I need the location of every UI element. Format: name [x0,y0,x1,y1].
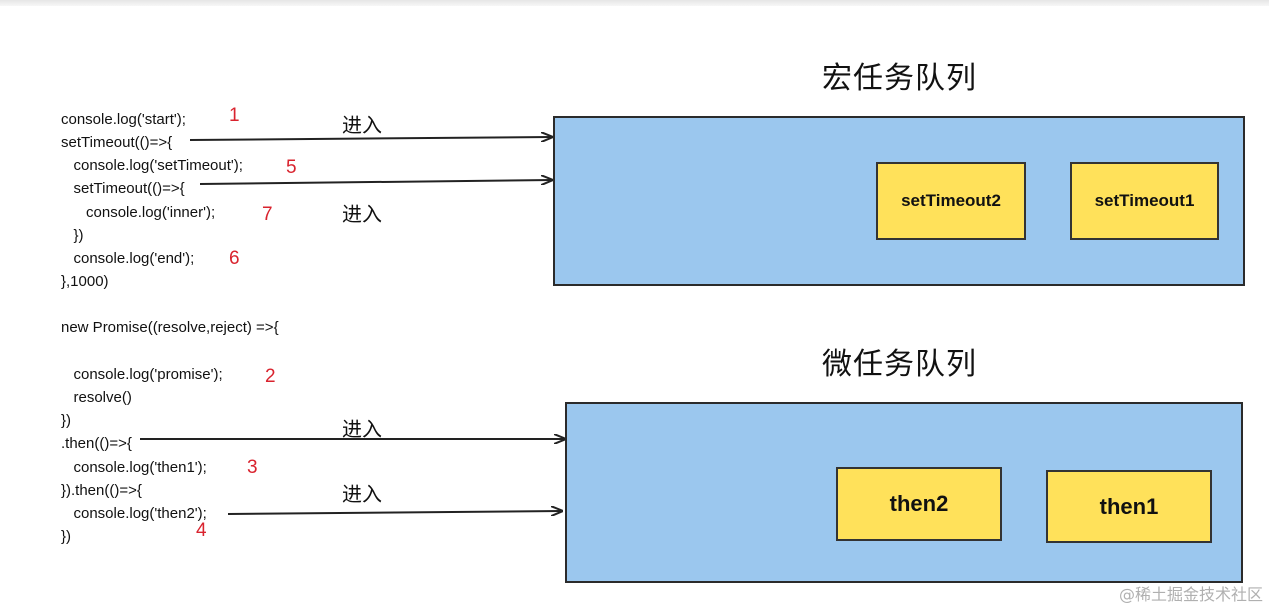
code-line: resolve() [61,389,132,406]
top-bar [0,0,1269,6]
macro-task-settimeout2: setTimeout2 [876,162,1026,240]
order-number: 6 [229,248,240,269]
order-number: 1 [229,105,240,126]
enter-label: 进入 [342,113,382,137]
code-line: setTimeout(()=>{ [61,180,185,197]
order-number: 4 [196,520,207,541]
code-line: setTimeout(()=>{ [61,134,173,151]
arrow-settimeout1 [189,137,552,140]
code-line: console.log('end'); [61,250,195,267]
micro-queue-title: 微任务队列 [822,347,977,382]
watermark: @稀土掘金技术社区 [1118,585,1263,604]
code-line: }) [61,227,84,244]
micro-task-then2: then2 [836,467,1002,541]
order-number: 3 [247,457,258,478]
code-line: }) [61,528,72,545]
code-line: console.log('promise'); [61,366,223,383]
code-line: new Promise((resolve,reject) =>{ [61,319,279,336]
macro-queue-title: 宏任务队列 [822,61,977,96]
code-line: }).then(()=>{ [61,482,142,499]
macro-task-settimeout1: setTimeout1 [1070,162,1219,240]
code-line: }) [61,412,72,429]
code-line: console.log('inner'); [61,204,216,221]
order-number: 2 [265,366,276,387]
order-number: 7 [262,204,273,225]
order-number: 5 [286,157,297,178]
arrow-then2 [227,511,562,514]
enter-label: 进入 [342,417,382,441]
micro-task-then1: then1 [1046,470,1212,543]
code-line: .then(()=>{ [61,435,132,452]
code-line: console.log('setTimeout'); [61,157,243,174]
arrow-settimeout2 [199,180,552,184]
enter-label: 进入 [342,482,382,506]
code-line: console.log('then2'); [61,505,207,522]
code-line: console.log('then1'); [61,459,207,476]
code-line: console.log('start'); [61,111,186,128]
code-line: },1000) [61,273,109,290]
enter-label: 进入 [342,202,382,226]
